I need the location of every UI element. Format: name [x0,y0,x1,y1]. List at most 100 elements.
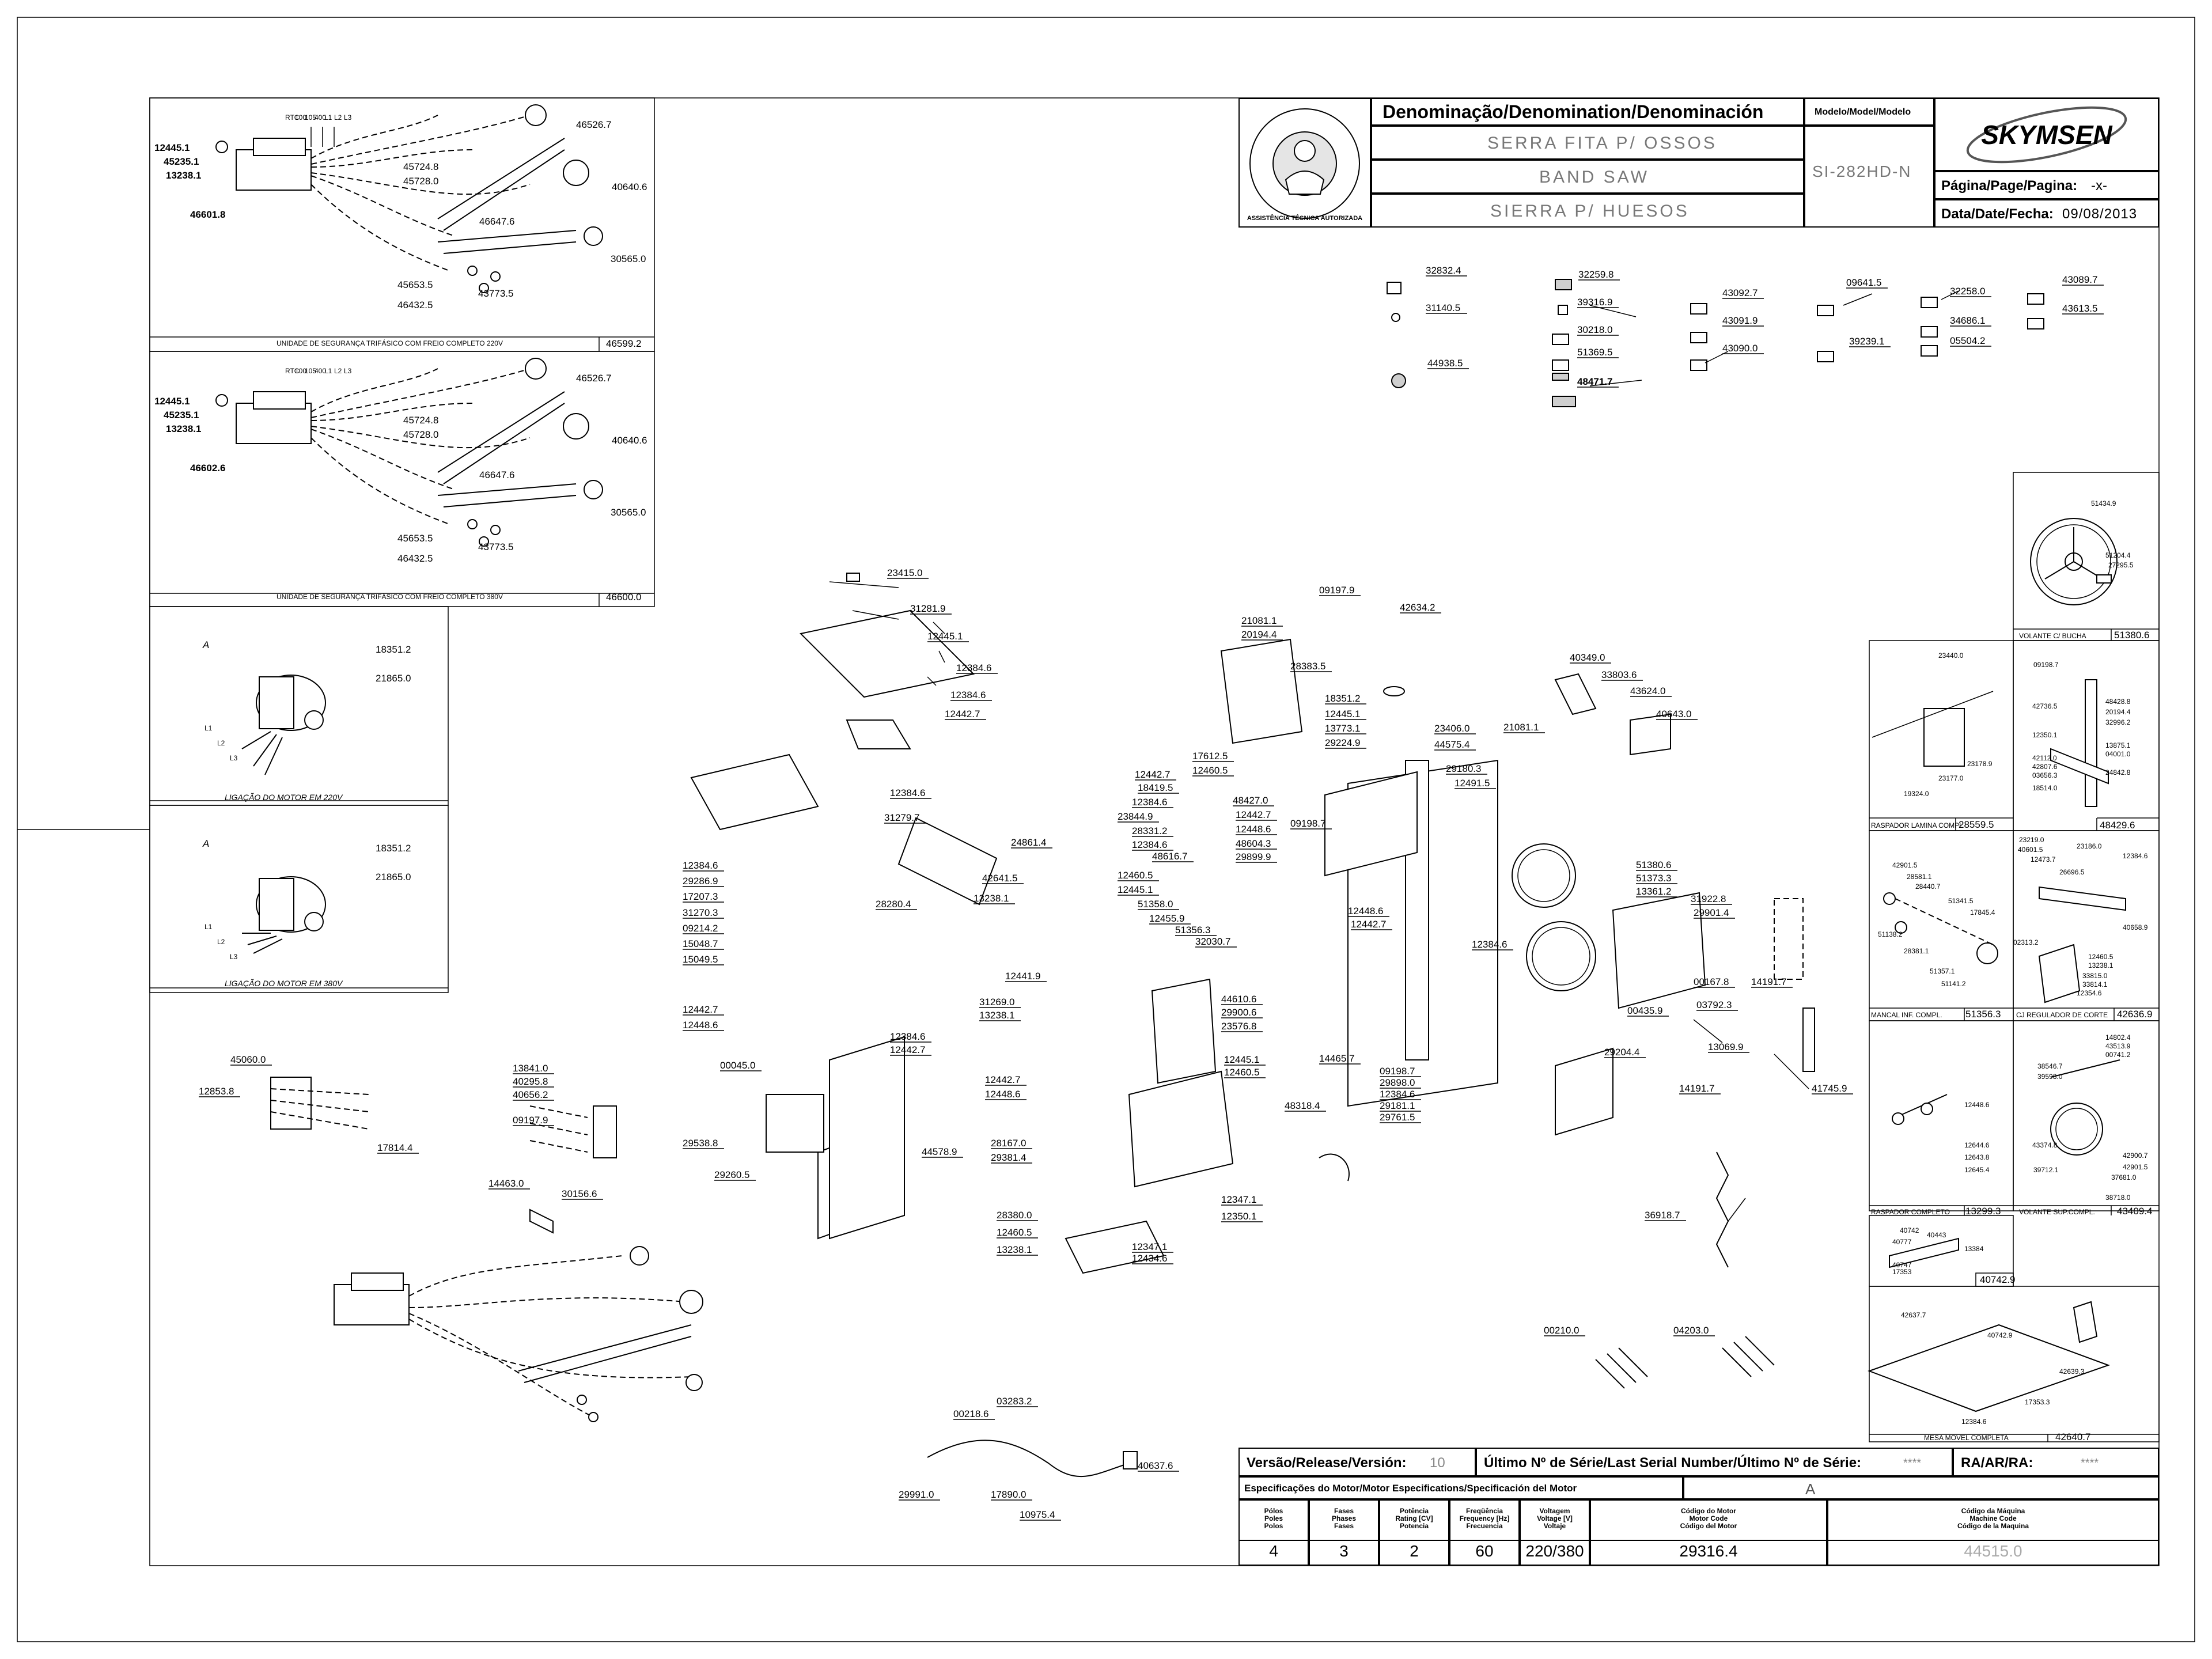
part-number-label: 23576.8 [1221,1021,1256,1032]
safety-part-label: 46432.5 [397,553,433,564]
part-number-label: 00435.9 [1627,1005,1662,1016]
wire-tag: 400 [315,113,326,122]
part-number-label: 31279.7 [884,812,919,823]
right-panel-part: 40658.9 [2123,923,2148,931]
right-panel-part: 51357.1 [1930,967,1955,975]
leader-lines [829,290,1959,1222]
part-number-label: 42634.2 [1400,602,1435,613]
right-panel-part: 09198.7 [2033,661,2059,669]
part-number-label: 29991.0 [899,1489,934,1500]
safety-unit-220-panel [149,97,655,352]
wire-tag: L3 [344,113,352,122]
wire-tag: 400 [315,367,326,375]
wire-tag: 100 [295,113,306,122]
safety-panel-caption: UNIDADE DE SEGURANÇA TRIFÁSICO COM FREIO… [276,339,503,347]
part-number-label: 23406.0 [1434,723,1469,734]
right-panel-part: 40601.5 [2018,846,2043,854]
motor-part-label: 21865.0 [376,872,411,882]
part-number-label: 03283.2 [997,1396,1032,1407]
safety-unit-380-panel [149,351,655,607]
name-portuguese: SERRA FITA P/ OSSOS [1487,134,1717,153]
part-number-label: 41745.9 [1812,1083,1847,1094]
part-number-label: 44578.9 [922,1146,957,1157]
part-number-label: 32030.7 [1195,936,1230,947]
wire-tag: 105 [305,367,316,375]
part-number-label: 12350.1 [1221,1211,1256,1222]
safety-panel-code: 46599.2 [606,338,641,349]
motor-spec-value-cell: A [1683,1476,2159,1499]
part-number-label: 51380.6 [1636,859,1671,870]
right-side-panels [1868,472,2160,1442]
small-part-label: 43613.5 [2062,303,2097,314]
right-panel-part: 33814.1 [2082,980,2108,988]
part-number-label: 12460.5 [997,1227,1032,1238]
safety-part-label: 45653.5 [397,533,433,544]
part-number-label: 15048.7 [683,938,718,949]
part-number-label: 31922.8 [1691,893,1726,904]
right-panel-part: 12644.6 [1964,1141,1990,1149]
part-number-label: 29761.5 [1380,1112,1415,1123]
safety-part-label: 12445.1 [154,396,190,407]
right-panel-part: 48428.8 [2105,698,2131,706]
part-number-label: 12442.7 [683,1004,718,1015]
small-part-label: 43090.0 [1722,343,1758,354]
motor-part-label: 18351.2 [376,644,411,655]
right-panel-part: 12645.4 [1964,1166,1990,1174]
safety-part-label: 43773.5 [478,541,513,552]
part-number-label: 48318.4 [1285,1100,1320,1111]
small-part-label: 39316.9 [1577,297,1612,308]
callout-layer: 23415.031281.912445.112384.612384.612442… [199,265,2104,1521]
phase-label: L2 [217,938,225,946]
part-number-label: 12384.6 [1132,797,1167,808]
part-number-label: 12347.1 [1132,1241,1167,1252]
right-panel-caption: RASPADOR COMPLETO [1871,1208,1950,1216]
safety-part-label: 40640.6 [612,181,647,192]
right-panel-part: 39712.1 [2033,1166,2059,1174]
right-panel-part: 51434.9 [2091,499,2116,507]
name-es-cell: SIERRA P/ HUESOS [1371,194,1804,228]
right-panel-part: 12448.6 [1964,1101,1990,1109]
part-number-label: 12442.7 [1236,809,1271,820]
right-panel-part: 19324.0 [1904,790,1929,798]
band-saw-assembly [690,573,1815,1477]
safety-panel-caption: UNIDADE DE SEGURANÇA TRIFÁSICO COM FREIO… [276,592,503,601]
safety-panel-code: 46600.0 [606,592,641,603]
right-panel-caption: RASPADOR LAMINA COMPL [1871,821,1963,830]
safety-part-label: 13238.1 [166,170,201,181]
part-number-label: 00167.8 [1694,976,1729,987]
part-number-label: 24861.4 [1011,837,1046,848]
model-header: Modelo/Model/Modelo [1815,107,1911,117]
small-part-label: 51369.5 [1577,347,1612,358]
skymsen-logo: SKYMSEN [1966,106,2127,164]
part-number-label: 09198.7 [1380,1066,1415,1077]
part-number-label: 29224.9 [1325,737,1360,748]
right-panel-part: 13875.1 [2105,741,2131,749]
right-panel-part: 00741.2 [2105,1051,2131,1059]
part-number-label: 00218.6 [953,1408,988,1419]
part-number-label: 12448.6 [683,1020,718,1031]
part-number-label: 09198.7 [1290,818,1325,829]
part-number-label: 40295.8 [513,1076,548,1087]
right-panel-part: 17845.4 [1970,908,1995,916]
right-panel-caption: MANCAL INF. COMPL. [1871,1011,1942,1019]
part-number-label: 42641.5 [982,873,1017,884]
ra-label: RA/AR/RA: [1961,1455,2033,1471]
right-panel-code: 43409.4 [2117,1206,2152,1217]
part-number-label: 12384.6 [683,860,718,871]
serial-cell: Último Nº de Série/Last Serial Number/Úl… [1476,1448,1953,1476]
right-panel-caption: MESA MÓVEL COMPLETA [1924,1433,2009,1442]
right-panel-part: 40777 [1892,1238,1912,1246]
right-panel-part: 12473.7 [2031,855,2056,863]
part-number-label: 21081.1 [1503,722,1539,733]
name-en-cell: BAND SAW [1371,160,1804,194]
wire-tag: 100 [295,367,306,375]
part-number-label: 29899.9 [1236,851,1271,862]
right-panel-part: 42637.7 [1901,1311,1926,1319]
part-number-label: 31270.3 [683,907,718,918]
motor-part-label: 18351.2 [376,843,411,854]
